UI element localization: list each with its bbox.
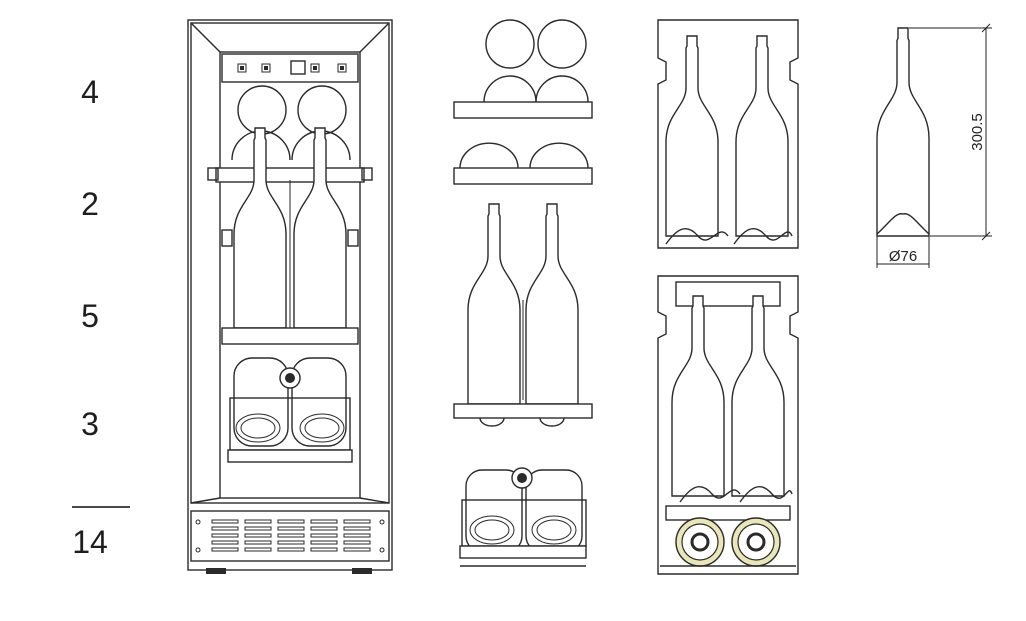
vent-slat xyxy=(244,547,272,552)
vent-slat xyxy=(211,547,239,552)
temperature-display xyxy=(290,60,306,75)
vent-slat xyxy=(343,519,371,524)
count-bottom-zone: 3 xyxy=(81,406,99,442)
vent-slat xyxy=(277,547,305,552)
wine-fridge-front-view xyxy=(187,19,393,574)
vent-grille xyxy=(190,510,390,562)
second-shelf-detail xyxy=(453,142,593,185)
vent-slat xyxy=(310,526,338,531)
bottle-height-label: 300.5 xyxy=(969,113,986,151)
count-top-zone: 4 xyxy=(81,74,99,110)
vent-slat xyxy=(343,526,371,531)
vent-slat xyxy=(310,540,338,545)
middle-zone-bottles xyxy=(233,127,347,329)
middle-shelf xyxy=(221,327,359,345)
vent-slat xyxy=(244,540,272,545)
vent-slat xyxy=(244,533,272,538)
bottom-shelf xyxy=(227,449,353,463)
fridge-foot-left xyxy=(206,568,226,574)
vent-slat xyxy=(343,547,371,552)
bottle-dimension-drawing xyxy=(876,23,992,268)
bottom-zone-bottles xyxy=(233,357,347,447)
vent-slat xyxy=(277,533,305,538)
upper-shelf xyxy=(215,167,365,183)
count-middle-zone: 5 xyxy=(81,298,99,334)
vent-slat xyxy=(343,533,371,538)
count-total: 14 xyxy=(72,524,108,560)
vent-slat xyxy=(277,519,305,524)
vent-slat xyxy=(310,519,338,524)
top-shelf-detail xyxy=(453,19,593,119)
side-view-bottom-section xyxy=(657,275,799,575)
vent-slat xyxy=(310,533,338,538)
bottle-caps-front xyxy=(675,517,781,567)
total-divider-line xyxy=(72,506,130,508)
vent-slat xyxy=(211,519,239,524)
vent-slat xyxy=(310,547,338,552)
fridge-foot-right xyxy=(352,568,372,574)
control-buttons xyxy=(237,60,347,75)
vent-slat xyxy=(244,526,272,531)
vent-slat xyxy=(277,526,305,531)
upright-bottles-shelf-detail xyxy=(453,203,593,427)
vent-slat xyxy=(277,540,305,545)
vent-slat xyxy=(211,526,239,531)
count-upper-shelf: 2 xyxy=(81,186,99,222)
vent-slat xyxy=(211,540,239,545)
control-panel xyxy=(221,53,359,83)
lying-bottles-drawer-detail xyxy=(459,467,587,567)
bottle-diameter-label: Ø76 xyxy=(889,248,917,265)
vent-slat xyxy=(211,533,239,538)
vent-slat xyxy=(244,519,272,524)
vent-slat xyxy=(343,540,371,545)
side-view-top-section xyxy=(657,19,799,249)
